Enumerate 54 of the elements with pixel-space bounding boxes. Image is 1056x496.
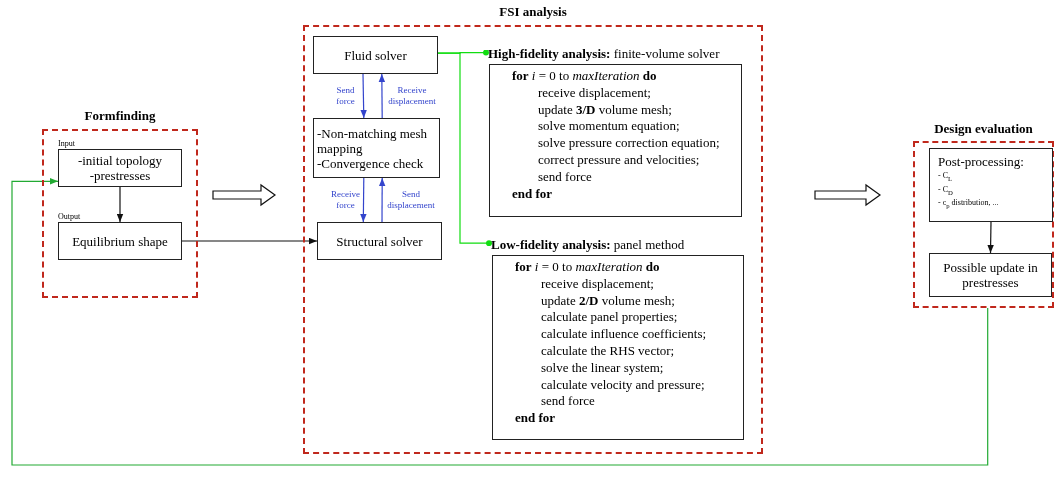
group-title: FSI analysis: [498, 4, 568, 20]
code-line: end for: [514, 410, 556, 427]
code-line: solve pressure correction equation;: [537, 135, 720, 152]
code-line: receive displacement;: [540, 275, 654, 293]
code-line: receive displacement;: [537, 84, 651, 102]
connector-line: [437, 52, 492, 247]
box-text: -Non-matching mesh mapping: [317, 125, 429, 156]
group-title: Design evaluation: [933, 121, 1034, 137]
box-heading: Output: [58, 212, 81, 222]
hollow-arrow: [814, 183, 882, 207]
hollow-arrow: [212, 183, 277, 207]
code-line: solve the linear system;: [540, 359, 664, 377]
arrow: [116, 186, 124, 223]
box-heading: Input: [58, 139, 75, 149]
code-line: for i = 0 to maxIteration do: [514, 259, 660, 276]
arrow: [378, 73, 386, 119]
box-heading: Low-fidelity analysis: panel method: [491, 236, 685, 254]
process-box: [929, 253, 1052, 297]
list-item: - C$_{D}$: [938, 183, 953, 198]
box-text: Equilibrium shape: [72, 233, 168, 249]
code-line: correct pressure and velocities;: [537, 152, 700, 169]
box-heading: High-fidelity analysis: finite-volume solver: [488, 45, 720, 63]
arrow: [360, 177, 367, 223]
arrow: [11, 178, 989, 466]
edge-label: Receive force: [329, 189, 362, 211]
box-text: Structural solver: [336, 233, 423, 249]
box-text: Possible update in prestresses: [942, 260, 1039, 290]
process-box: [313, 36, 438, 74]
code-line: calculate influence coefficients;: [540, 326, 707, 343]
code-line: update 2/D volume mesh;: [540, 292, 675, 310]
code-line: end for: [511, 185, 553, 203]
code-line: calculate panel properties;: [540, 309, 678, 327]
arrow: [378, 177, 386, 223]
box-text: Fluid solver: [344, 47, 407, 63]
code-line: calculate the RHS vector;: [540, 343, 675, 360]
arrow: [360, 73, 367, 119]
box-text: -initial topology: [77, 153, 163, 168]
box-text: -Convergence check: [317, 155, 424, 171]
group-title: Formfinding: [83, 108, 157, 124]
code-line: update 3/D volume mesh;: [537, 101, 672, 119]
list-item: - C$_{L}$: [938, 170, 953, 184]
arrow: [987, 221, 994, 254]
code-line: send force: [537, 168, 592, 186]
process-box: [317, 222, 442, 260]
box-heading: Post-processing:: [938, 153, 1024, 170]
code-line: send force: [540, 393, 595, 411]
code-line: calculate velocity and pressure;: [540, 376, 705, 394]
process-box: [929, 148, 1053, 222]
arrow: [181, 237, 318, 245]
code-line: for i = 0 to maxIteration do: [511, 68, 657, 85]
box-text: -prestresses: [89, 168, 151, 183]
process-box: [313, 118, 440, 178]
list-item: - c$_{p}$ distribution, ...: [938, 197, 999, 211]
code-line: solve momentum equation;: [537, 118, 680, 136]
